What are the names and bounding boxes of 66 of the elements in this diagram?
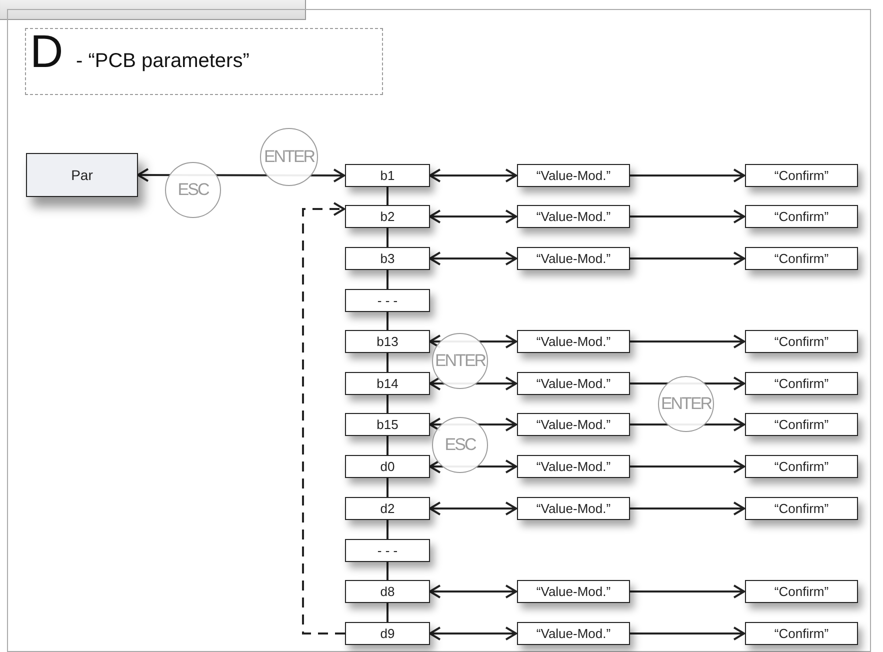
confirm-box: “Confirm” xyxy=(745,372,858,395)
arrow xyxy=(630,584,745,598)
connector-line xyxy=(386,270,388,289)
key-circle: ENTER xyxy=(658,376,714,432)
value-box: “Value-Mod.” xyxy=(517,247,630,270)
arrow xyxy=(429,502,517,516)
arrow xyxy=(630,626,745,640)
key-circle: ENTER xyxy=(432,333,488,389)
menu-box: Par xyxy=(26,153,138,197)
connector-line xyxy=(386,228,388,247)
value-box: “Value-Mod.” xyxy=(517,413,630,436)
connector-line xyxy=(386,312,388,330)
arrow xyxy=(630,252,745,266)
key-circle: ESC xyxy=(165,162,221,218)
confirm-box: “Confirm” xyxy=(745,622,858,645)
parameter-box: b2 xyxy=(345,205,430,228)
value-box: “Value-Mod.” xyxy=(517,622,630,645)
value-box: “Value-Mod.” xyxy=(517,497,630,520)
parameter-box: - - - xyxy=(345,289,430,312)
parameter-box: d2 xyxy=(345,497,430,520)
arrow xyxy=(630,334,745,348)
confirm-box: “Confirm” xyxy=(745,330,858,353)
connector-line xyxy=(386,395,388,413)
return-arrow xyxy=(302,202,345,634)
arrow xyxy=(429,210,517,224)
parameter-box: d0 xyxy=(345,455,430,478)
parameter-box: b13 xyxy=(345,330,430,353)
parameter-box: d8 xyxy=(345,580,430,603)
value-box: “Value-Mod.” xyxy=(517,372,630,395)
parameter-box: b15 xyxy=(345,413,430,436)
parameter-box: d9 xyxy=(345,622,430,645)
value-box: “Value-Mod.” xyxy=(517,205,630,228)
confirm-box: “Confirm” xyxy=(745,455,858,478)
arrow xyxy=(630,460,745,474)
value-box: “Value-Mod.” xyxy=(517,330,630,353)
title-text: - “PCB parameters” xyxy=(76,49,250,73)
confirm-box: “Confirm” xyxy=(745,247,858,270)
arrow xyxy=(429,168,517,182)
connector-line xyxy=(386,353,388,372)
confirm-box: “Confirm” xyxy=(745,413,858,436)
connector-line xyxy=(386,603,388,622)
connector-line xyxy=(386,187,388,205)
parameter-box: b1 xyxy=(345,164,430,187)
arrow xyxy=(630,502,745,516)
arrow xyxy=(429,252,517,266)
arrow xyxy=(630,168,745,182)
connector-line xyxy=(386,478,388,497)
key-circle: ENTER xyxy=(260,128,318,186)
connector-line xyxy=(386,520,388,539)
key-circle: ESC xyxy=(432,417,488,473)
parameter-box: b14 xyxy=(345,372,430,395)
connector-line xyxy=(386,436,388,455)
value-box: “Value-Mod.” xyxy=(517,455,630,478)
confirm-box: “Confirm” xyxy=(745,497,858,520)
connector-line xyxy=(386,562,388,580)
arrow xyxy=(429,584,517,598)
confirm-box: “Confirm” xyxy=(745,164,858,187)
parameter-box: - - - xyxy=(345,539,430,562)
arrow xyxy=(429,626,517,640)
arrow xyxy=(630,210,745,224)
confirm-box: “Confirm” xyxy=(745,580,858,603)
value-box: “Value-Mod.” xyxy=(517,580,630,603)
title-letter: D xyxy=(30,25,64,77)
parameter-box: b3 xyxy=(345,247,430,270)
value-box: “Value-Mod.” xyxy=(517,164,630,187)
confirm-box: “Confirm” xyxy=(745,205,858,228)
